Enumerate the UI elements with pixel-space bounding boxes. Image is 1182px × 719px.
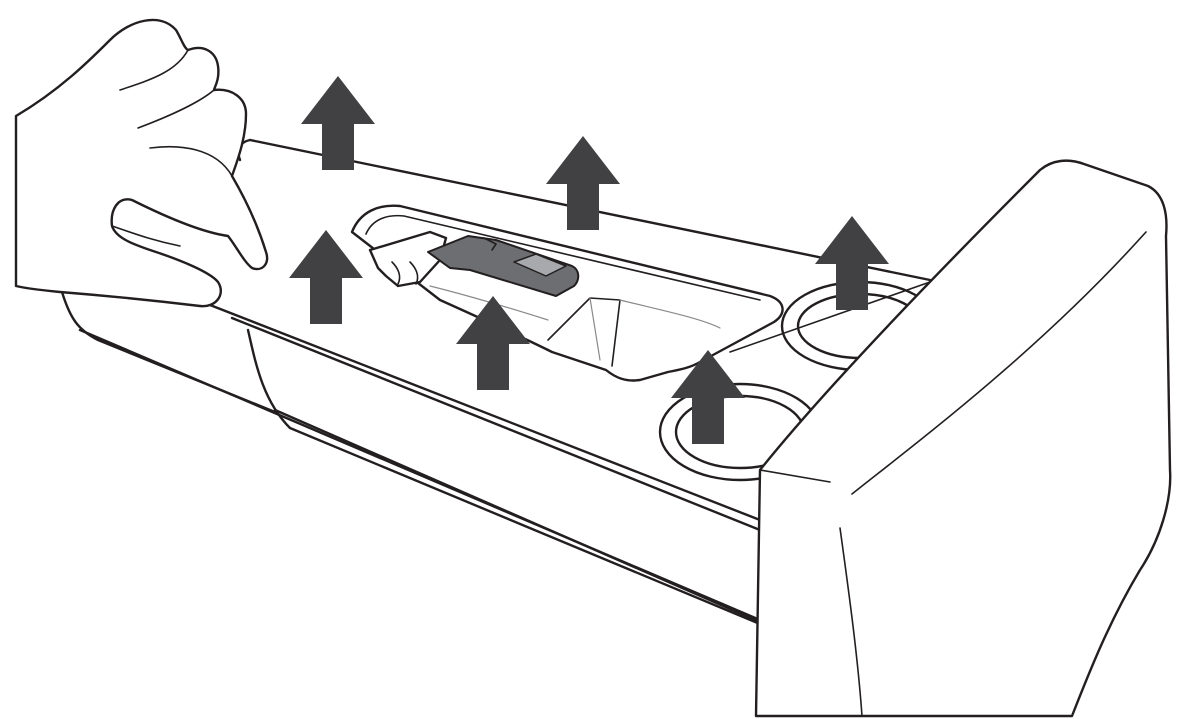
finger-crease-3	[149, 145, 233, 177]
latch-housing	[368, 230, 448, 288]
compartment-floor-line	[619, 299, 721, 329]
cabinet-lower-edge	[273, 408, 762, 624]
release-latch	[368, 230, 580, 297]
latch-press-pad	[513, 253, 567, 277]
latch-notch	[483, 237, 497, 251]
tray-front-lower	[246, 328, 762, 626]
handle-top-joint	[759, 469, 831, 483]
thumb-crease	[111, 225, 181, 247]
drawer-front-panel	[754, 159, 1172, 718]
arrow-up-icon	[671, 350, 745, 444]
divider-inner-edge	[589, 297, 601, 361]
arrow-up-icon	[301, 76, 375, 170]
arrow-up-icon	[815, 216, 889, 310]
latch-clip-left	[391, 261, 401, 285]
latch-tab	[427, 235, 580, 297]
tray-front-rim-lower	[230, 316, 762, 532]
handle-crease-line	[851, 231, 1147, 495]
compartment-outline	[350, 204, 784, 382]
tray-left-end	[60, 290, 277, 414]
arrow-up-icon	[289, 230, 363, 324]
divider-wall	[547, 297, 621, 367]
arrow-up-icon	[456, 296, 530, 390]
latch-clip-right	[409, 261, 419, 285]
finger-crease-2	[137, 89, 215, 129]
hand-icon	[14, 18, 269, 308]
tray-front-rim-upper	[208, 303, 762, 522]
finger-crease-1	[119, 49, 189, 91]
arrow-up-icon	[546, 136, 620, 230]
cup-tray-edge	[729, 281, 931, 353]
detergent-compartment	[350, 204, 784, 382]
hand-outline	[14, 18, 269, 308]
handle-side-line	[839, 527, 863, 717]
drawer-handle-block	[754, 159, 1172, 718]
lift-arrows	[289, 76, 889, 444]
compartment-inner-rim	[365, 214, 761, 301]
drawer-housing	[60, 138, 932, 626]
